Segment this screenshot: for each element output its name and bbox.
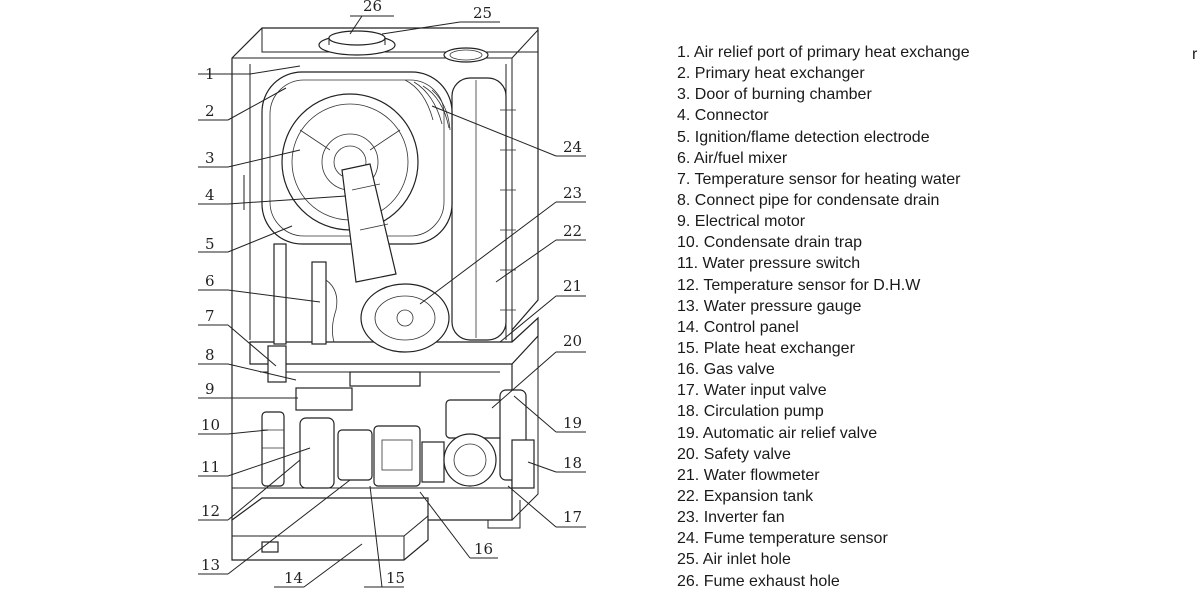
callout-22: 22 bbox=[563, 222, 582, 240]
callout-2: 2 bbox=[205, 102, 215, 120]
callout-26: 26 bbox=[363, 0, 382, 15]
callout-24: 24 bbox=[563, 138, 582, 156]
air-fuel-mixer bbox=[341, 163, 397, 283]
circulation-pump bbox=[443, 389, 535, 489]
legend-item: 6. Air/fuel mixer bbox=[677, 149, 788, 167]
legend-item: 5. Ignition/flame detection electrode bbox=[677, 128, 930, 146]
air-inlet-hole bbox=[318, 30, 396, 56]
legend-item: 2. Primary heat exchanger bbox=[677, 65, 865, 83]
callout-8: 8 bbox=[205, 346, 215, 364]
callout-20: 20 bbox=[563, 332, 582, 350]
legend-item: 17. Water input valve bbox=[677, 382, 827, 400]
callout-14: 14 bbox=[284, 569, 303, 587]
legend-item: 12. Temperature sensor for D.H.W bbox=[677, 276, 921, 294]
legend-item: 4. Connector bbox=[677, 107, 769, 125]
callout-16: 16 bbox=[474, 540, 493, 558]
legend-item: 15. Plate heat exchanger bbox=[677, 339, 855, 357]
callout-19: 19 bbox=[563, 414, 582, 432]
legend-item: 18. Circulation pump bbox=[677, 403, 824, 421]
stray-letter: r bbox=[1192, 46, 1198, 63]
callout-11: 11 bbox=[201, 458, 220, 476]
callout-21: 21 bbox=[563, 277, 582, 295]
callout-17: 17 bbox=[563, 508, 582, 526]
callout-6: 6 bbox=[205, 272, 215, 290]
legend-item: 11. Water pressure switch bbox=[677, 255, 861, 273]
legend-item: 14. Control panel bbox=[677, 318, 799, 336]
hydraulic-group bbox=[299, 417, 445, 489]
legend-item: 20. Safety valve bbox=[677, 445, 791, 463]
callout-12: 12 bbox=[201, 502, 220, 520]
callout-4: 4 bbox=[205, 186, 215, 204]
legend-item: 24. Fume temperature sensor bbox=[677, 530, 888, 548]
callout-labels: 1 2 3 4 5 6 7 8 9 10 11 12 13 14 15 16 1… bbox=[201, 0, 582, 587]
legend-item: 13. Water pressure gauge bbox=[677, 297, 862, 315]
callout-5: 5 bbox=[205, 235, 215, 253]
callout-15: 15 bbox=[386, 569, 405, 587]
legend-item: 22. Expansion tank bbox=[677, 487, 814, 505]
callout-1: 1 bbox=[205, 65, 215, 83]
callout-3: 3 bbox=[205, 149, 215, 167]
callout-13: 13 bbox=[201, 556, 220, 574]
legend-item: 23. Inverter fan bbox=[677, 509, 785, 527]
legend-item: 19. Automatic air relief valve bbox=[677, 424, 878, 442]
legend-item: 7. Temperature sensor for heating water bbox=[677, 170, 961, 188]
legend-item: 10. Condensate drain trap bbox=[677, 234, 863, 252]
callout-10: 10 bbox=[201, 416, 220, 434]
left-pipes bbox=[267, 243, 338, 383]
callout-18: 18 bbox=[563, 454, 582, 472]
legend-item: 16. Gas valve bbox=[677, 361, 775, 379]
legend-item: 1. Air relief port of primary heat excha… bbox=[677, 44, 970, 61]
legend-item: 21. Water flowmeter bbox=[677, 466, 820, 484]
leader-lines bbox=[198, 15, 586, 588]
inverter-fan bbox=[360, 283, 450, 353]
expansion-tank bbox=[451, 77, 516, 341]
legend-item: 3. Door of burning chamber bbox=[677, 86, 872, 104]
callout-9: 9 bbox=[205, 380, 215, 398]
callout-23: 23 bbox=[563, 184, 582, 202]
parts-legend: 1. Air relief port of primary heat excha… bbox=[677, 42, 970, 592]
legend-item: 9. Electrical motor bbox=[677, 213, 806, 231]
legend-item: 26. Fume exhaust hole bbox=[677, 572, 840, 590]
legend-item: 8. Connect pipe for condensate drain bbox=[677, 191, 940, 209]
boiler-exploded-diagram: 1 2 3 4 5 6 7 8 9 10 11 12 13 14 15 16 1… bbox=[198, 0, 586, 588]
callout-25: 25 bbox=[473, 4, 492, 22]
control-panel bbox=[231, 497, 429, 561]
callout-7: 7 bbox=[205, 307, 215, 325]
fume-exhaust-hole bbox=[443, 47, 489, 63]
legend-item: 25. Air inlet hole bbox=[677, 551, 791, 569]
